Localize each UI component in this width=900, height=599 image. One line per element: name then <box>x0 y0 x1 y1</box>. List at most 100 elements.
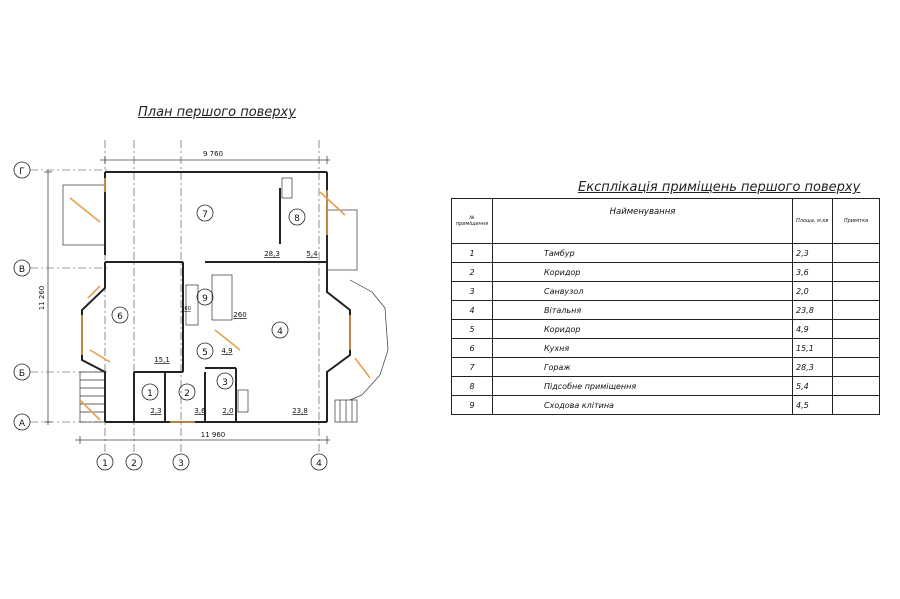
cell-note <box>832 357 880 377</box>
cell-note <box>832 319 880 339</box>
cell-note <box>832 281 880 301</box>
table-row: 8 Підсобне приміщення 5,4 <box>451 376 880 396</box>
plan-details <box>62 177 389 423</box>
dimension-lines <box>44 156 330 444</box>
cell-num: 2 <box>451 262 493 282</box>
walls <box>81 171 351 423</box>
level-mark: 260 <box>181 306 191 312</box>
area-label: 4,9 <box>221 347 232 355</box>
table-title: Експлікація приміщень першого поверху <box>578 180 861 195</box>
cell-num: 6 <box>451 338 493 358</box>
rooms-explication-table: № приміщення Найменування Площа, м.кв Пр… <box>451 198 880 415</box>
room-numbers: 7 8 6 9 4 5 1 2 3 <box>117 210 300 399</box>
room-name: Тамбур <box>544 248 575 258</box>
dim-bottom: 11 960 <box>201 431 226 439</box>
cell-name: Підсобне приміщення <box>492 376 793 396</box>
axis-col-2: 2 <box>131 459 137 469</box>
area-label: 15,1 <box>154 356 170 364</box>
axis-lines <box>30 140 320 455</box>
axis-col-1: 1 <box>102 459 108 469</box>
axis-col-4: 4 <box>316 459 322 469</box>
cell-num: 8 <box>451 376 493 396</box>
cell-num: 3 <box>451 281 493 301</box>
table-row: 4 Вітальня 23,8 <box>451 300 880 320</box>
cell-num: 4 <box>451 300 493 320</box>
table-header-row: № приміщення Найменування Площа, м.кв Пр… <box>451 198 880 244</box>
room-name: Вітальня <box>544 305 582 315</box>
area-label: 3,6 <box>194 407 206 415</box>
room-number: 8 <box>294 214 300 224</box>
area-label: 2,0 <box>222 407 233 415</box>
area-label: 5,4 <box>306 250 318 258</box>
room-number: 5 <box>202 348 208 358</box>
dimension-labels: 9 760 11 960 11 260 <box>38 150 225 439</box>
cell-name: Кухня <box>492 338 793 358</box>
room-name: Коридор <box>544 324 581 334</box>
room-name: Санвузол <box>544 286 584 296</box>
room-number: 1 <box>147 389 153 399</box>
room-name: Сходова клітина <box>544 400 614 410</box>
openings <box>69 178 371 423</box>
area-labels: 28,3 5,4 15,1 4,9 2,3 3,6 2,0 23,8 260 2… <box>150 250 318 415</box>
area-label: 2,3 <box>150 407 161 415</box>
cell-note <box>832 376 880 396</box>
axis-bubbles <box>13 161 328 471</box>
room-number: 2 <box>184 389 190 399</box>
axis-row-v: В <box>19 265 25 275</box>
header-num: № приміщення <box>451 198 493 244</box>
cell-area: 23,8 <box>792 300 833 320</box>
room-name: Підсобне приміщення <box>544 381 637 391</box>
room-number: 4 <box>277 327 283 337</box>
room-number: 3 <box>222 378 228 388</box>
table-row: 9 Сходова клітина 4,5 <box>451 395 880 415</box>
cell-area: 5,4 <box>792 376 833 396</box>
cell-name: Санвузол <box>492 281 793 301</box>
axis-row-g: Г <box>19 167 25 177</box>
cell-name: Коридор <box>492 319 793 339</box>
cell-area: 4,5 <box>792 395 833 415</box>
table-row: 5 Коридор 4,9 <box>451 319 880 339</box>
cell-area: 2,3 <box>792 243 833 263</box>
cell-note <box>832 262 880 282</box>
area-label: 28,3 <box>264 250 280 258</box>
cell-name: Коридор <box>492 262 793 282</box>
area-label: 23,8 <box>292 407 308 415</box>
cell-num: 7 <box>451 357 493 377</box>
header-area: Площа, м.кв <box>792 198 833 244</box>
cell-name: Гораж <box>492 357 793 377</box>
cell-area: 4,9 <box>792 319 833 339</box>
cell-num: 9 <box>451 395 493 415</box>
cell-area: 15,1 <box>792 338 833 358</box>
table-row: 7 Гораж 28,3 <box>451 357 880 377</box>
cell-note <box>832 243 880 263</box>
dim-top: 9 760 <box>203 150 223 158</box>
cell-note <box>832 395 880 415</box>
cell-note <box>832 300 880 320</box>
axis-labels: Г В Б А 1 2 3 4 <box>19 167 322 469</box>
cell-note <box>832 338 880 358</box>
cell-area: 28,3 <box>792 357 833 377</box>
axis-col-3: 3 <box>178 459 184 469</box>
table-row: 2 Коридор 3,6 <box>451 262 880 282</box>
level-mark: 260 <box>233 311 246 319</box>
room-name: Коридор <box>544 267 581 277</box>
cell-num: 5 <box>451 319 493 339</box>
axis-row-a: А <box>19 419 26 429</box>
cell-name: Тамбур <box>492 243 793 263</box>
table-row: 3 Санвузол 2,0 <box>451 281 880 301</box>
room-number: 9 <box>202 294 208 304</box>
plan-title: План першого поверху <box>138 105 296 120</box>
room-number: 7 <box>202 210 208 220</box>
dim-left: 11 260 <box>38 286 46 311</box>
axis-row-b: Б <box>19 369 25 379</box>
cell-area: 3,6 <box>792 262 833 282</box>
header-name: Найменування <box>492 198 793 244</box>
room-number: 6 <box>117 312 123 322</box>
cell-name: Сходова клітина <box>492 395 793 415</box>
room-name: Гораж <box>544 362 571 372</box>
cell-name: Вітальня <box>492 300 793 320</box>
cell-area: 2,0 <box>792 281 833 301</box>
